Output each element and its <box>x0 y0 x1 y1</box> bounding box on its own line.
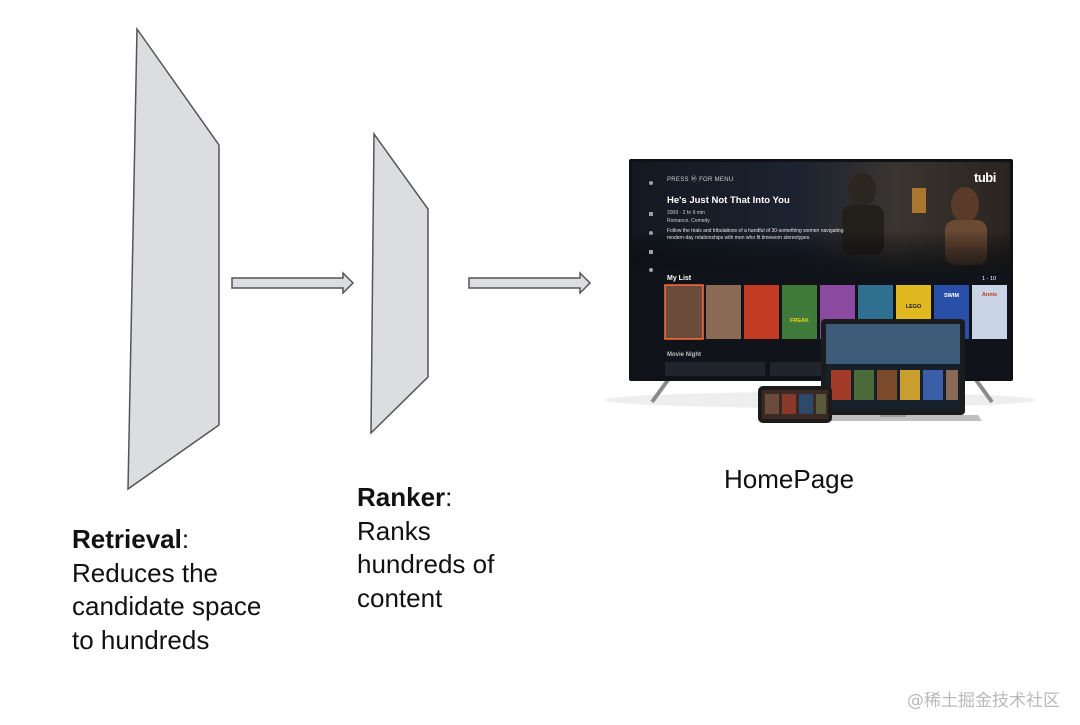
tv-row-title: My List <box>667 275 692 282</box>
ranker-caption: Ranker: Ranks hundreds of content <box>357 482 495 613</box>
tv-next-row-title: Movie Night <box>667 352 701 358</box>
homepage-caption: HomePage <box>724 464 855 494</box>
ranker-description: Ranks hundreds of content <box>357 515 495 613</box>
tubi-logo: tubi <box>974 170 996 185</box>
retrieval-funnel-shape <box>127 26 220 491</box>
poster-label: LEGO <box>905 304 922 310</box>
poster-label: FREAK <box>790 318 809 324</box>
retrieval-description: Reduces the candidate space to hundreds <box>72 557 262 655</box>
retrieval-caption: Retrieval: Reduces the candidate space t… <box>72 524 262 655</box>
tv-press-hint: PRESS Ⓜ FOR MENU <box>667 177 734 183</box>
poster-label: SWIM <box>944 293 959 299</box>
arrow-ranker-to-homepage <box>468 271 592 295</box>
tv-featured-title: He's Just Not That Into You <box>667 195 790 206</box>
tv-featured-description: Follow the trials and tribulations of a … <box>667 228 844 241</box>
tv-featured-genre: Romance, Comedy <box>667 218 710 224</box>
retrieval-heading: Retrieval <box>72 524 182 554</box>
devices-illustration <box>605 159 1035 423</box>
ranker-funnel-shape <box>370 131 429 435</box>
ranker-heading: Ranker <box>357 482 446 512</box>
arrow-retrieval-to-ranker <box>231 271 355 295</box>
watermark: @稀土掘金技术社区 <box>907 691 1060 711</box>
tv-row-count: 1 - 10 <box>982 276 997 282</box>
poster-label: Annie <box>981 292 998 298</box>
tv-featured-meta: 2009 · 2 hr 9 min <box>667 210 705 216</box>
